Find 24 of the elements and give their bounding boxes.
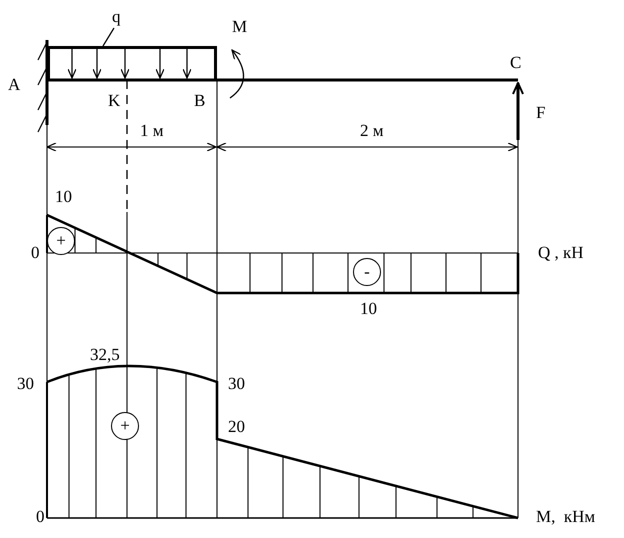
moment-label: M [232,18,248,35]
force-label: F [536,104,546,121]
point-label: A [8,76,20,93]
dimension-text: 1 м [140,122,164,139]
value-label: 30 [228,375,245,392]
value-label: 10 [55,188,72,205]
value-label: 20 [228,418,245,435]
value-label: 32,5 [90,346,120,363]
load-label: q [112,8,126,26]
dimension-text: 2 м [360,122,384,139]
value-label: 0 [36,508,44,525]
sign-symbol: - [353,258,381,286]
sign-symbol: + [47,227,75,255]
leader-line [102,28,115,46]
point-label: C [510,54,522,71]
sign-symbol: + [111,412,139,440]
distributed-load-area [47,46,217,80]
value-label: 10 [360,300,377,317]
point-label: B [194,92,206,109]
value-label: 0 [31,244,40,261]
axis-label: Q , кН [538,244,584,261]
axis-label: M, кНм [536,508,596,525]
value-label: 30 [17,375,34,392]
point-label: K [108,92,120,109]
